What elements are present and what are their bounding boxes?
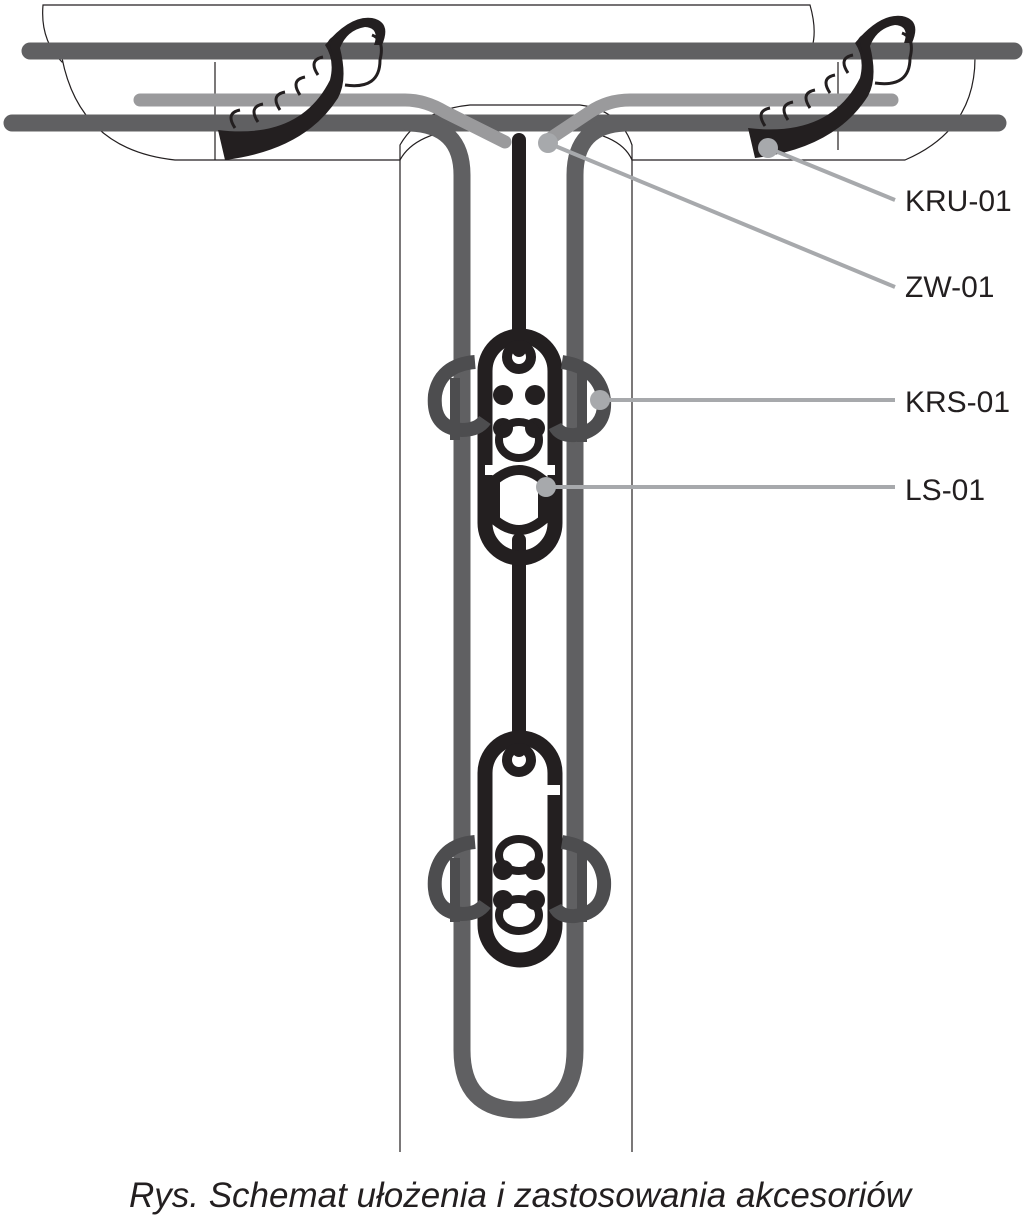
leader-zw	[547, 141, 896, 289]
leader-kru-dot	[758, 138, 778, 158]
label-ls-01: LS-01	[905, 474, 985, 507]
ls-link-lower	[477, 730, 563, 968]
label-krs-01: KRS-01	[905, 386, 1010, 419]
ls-link-chain	[477, 133, 563, 968]
leader-zw-dot	[538, 133, 558, 153]
leader-ls-dot	[536, 477, 556, 497]
krs-clamp-upper-right	[548, 355, 612, 443]
krs-clamp-lower-right	[548, 835, 612, 924]
ls-link-upper	[477, 328, 563, 566]
krs-clamp-lower-left	[427, 835, 491, 921]
label-kru-01: KRU-01	[905, 185, 1012, 218]
leader-krs-dot	[590, 390, 610, 410]
krs-clamps	[427, 355, 612, 924]
krs-clamp-upper-left	[427, 355, 491, 437]
rope-bypass-left	[133, 93, 512, 149]
leader-lines	[536, 133, 896, 497]
label-zw-01: ZW-01	[905, 271, 994, 304]
rope-bypass-right	[538, 93, 899, 149]
leader-kru	[767, 146, 896, 202]
figure-caption: Rys. Schemat ułożenia i zastosowania akc…	[129, 1176, 914, 1215]
kru-clamp-left	[218, 17, 386, 161]
